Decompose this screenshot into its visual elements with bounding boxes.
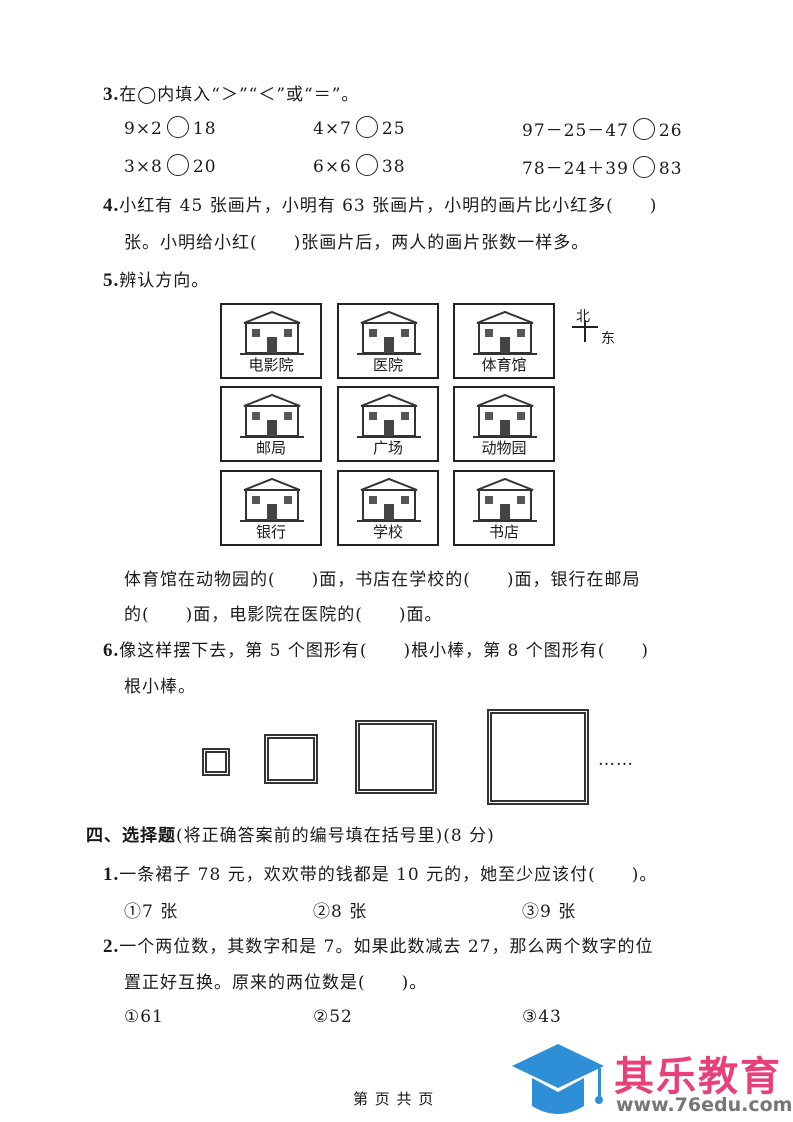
- expression: 6×6: [313, 157, 352, 177]
- graduation-cap-icon: [512, 1044, 604, 1114]
- place-label: 体育馆: [481, 356, 527, 374]
- value: 83: [658, 159, 683, 179]
- q4-line2: 张。小明给小红( )张画片后，两人的画片张数一样多。: [124, 233, 590, 253]
- q3-text: 在◯内填入“＞”“＜”或“＝”。: [119, 85, 360, 105]
- q3-number: 3.: [103, 84, 120, 105]
- q5-number: 5.: [103, 270, 120, 291]
- comparison-item: 3×8 20: [124, 154, 217, 177]
- building-icon: [357, 393, 421, 438]
- comparison-item: 4×7 25: [313, 116, 406, 139]
- stick-square-2: [264, 734, 318, 784]
- compass-north: 北: [576, 309, 590, 325]
- c2-line1: 2.一个两位数，其数字和是 7。如果此数减去 27，那么两个数字的位: [103, 932, 654, 958]
- place-label: 广场: [372, 439, 403, 457]
- place-label: 学校: [372, 523, 403, 541]
- answer-circle[interactable]: [355, 116, 378, 138]
- q5-prompt: 5.辨认方向。: [103, 266, 209, 292]
- value: 20: [192, 157, 217, 177]
- q3-prompt: 3.在◯内填入“＞”“＜”或“＝”。: [103, 80, 359, 106]
- q6-number: 6.: [103, 640, 120, 661]
- place-card: 学校: [337, 470, 439, 546]
- stick-square-4: [487, 709, 589, 805]
- expression: 4×7: [313, 119, 352, 139]
- comparison-item: 78－24＋39 83: [522, 154, 683, 179]
- c2-number: 2.: [103, 936, 120, 957]
- expression: 97－25－47: [522, 121, 629, 141]
- q4-text1: 小红有 45 张画片，小明有 63 张画片，小明的画片比小红多( ): [119, 196, 658, 216]
- answer-circle[interactable]: [355, 154, 378, 176]
- c2-option-3: ③43: [522, 1007, 562, 1027]
- place-card: 书店: [453, 470, 555, 546]
- place-card: 电影院: [220, 303, 322, 379]
- answer-circle[interactable]: [166, 154, 189, 176]
- place-card: 邮局: [220, 386, 322, 462]
- expression: 9×2: [124, 119, 163, 139]
- c1-option-2: ②8 张: [313, 902, 368, 922]
- expression: 3×8: [124, 157, 163, 177]
- answer-circle[interactable]: [632, 118, 655, 140]
- c1-option-1: ①7 张: [124, 902, 179, 922]
- c2-text1: 一个两位数，其数字和是 7。如果此数减去 27，那么两个数字的位: [119, 937, 654, 957]
- place-label: 书店: [488, 523, 519, 541]
- place-label: 电影院: [248, 356, 294, 374]
- logo-text: 其乐教育: [614, 1054, 782, 1100]
- stick-square-3: [355, 720, 437, 794]
- c1-text: 一条裙子 78 元，欢欢带的钱都是 10 元的，她至少应该付( )。: [119, 865, 658, 885]
- building-icon: [357, 477, 421, 522]
- c2-option-1: ①61: [124, 1007, 164, 1027]
- comparison-item: 97－25－47 26: [522, 116, 683, 141]
- c1-option-3: ③9 张: [522, 902, 577, 922]
- place-label: 动物园: [481, 439, 527, 457]
- answer-circle[interactable]: [166, 116, 189, 138]
- building-icon: [357, 310, 421, 355]
- compass-east: 东: [601, 331, 615, 347]
- q6-text1: 像这样摆下去，第 5 个图形有( )根小棒，第 8 个图形有( ): [119, 641, 650, 661]
- place-card: 银行: [220, 470, 322, 546]
- q6-line2: 根小棒。: [124, 677, 196, 697]
- section4-title: 四、选择题: [86, 826, 176, 846]
- compass-vertical-icon: [584, 320, 586, 342]
- q5-question-line1: 体育馆在动物园的( )面，书店在学校的( )面，银行在邮局: [124, 570, 641, 590]
- expression: 78－24＋39: [522, 159, 629, 179]
- building-icon: [240, 393, 304, 438]
- c1-question: 1.一条裙子 78 元，欢欢带的钱都是 10 元的，她至少应该付( )。: [103, 860, 657, 886]
- place-card: 体育馆: [453, 303, 555, 379]
- building-icon: [473, 393, 537, 438]
- place-card: 动物园: [453, 386, 555, 462]
- value: 26: [658, 121, 683, 141]
- q4-number: 4.: [103, 195, 120, 216]
- value: 18: [192, 119, 217, 139]
- building-icon: [240, 477, 304, 522]
- logo-watermark: 其乐教育 www.76edu.com: [512, 1042, 792, 1122]
- building-icon: [473, 477, 537, 522]
- building-icon: [473, 310, 537, 355]
- answer-circle[interactable]: [632, 156, 655, 178]
- page-footer: 第 页 共 页: [353, 1090, 435, 1108]
- place-label: 医院: [372, 356, 403, 374]
- place-label: 银行: [255, 523, 286, 541]
- section4-header: 四、选择题(将正确答案前的编号填在括号里)(8 分): [86, 821, 495, 846]
- place-card: 广场: [337, 386, 439, 462]
- comparison-item: 6×6 38: [313, 154, 406, 177]
- q5-text: 辨认方向。: [119, 271, 210, 291]
- q6-line1: 6.像这样摆下去，第 5 个图形有( )根小棒，第 8 个图形有( ): [103, 636, 649, 662]
- place-card: 医院: [337, 303, 439, 379]
- c2-line2: 置正好互换。原来的两位数是( )。: [124, 973, 428, 993]
- building-icon: [240, 310, 304, 355]
- q5-question-line2: 的( )面，电影院在医院的( )面。: [124, 605, 443, 625]
- value: 38: [381, 157, 406, 177]
- logo-url: www.76edu.com: [616, 1094, 793, 1116]
- compass: 北 东: [570, 306, 630, 352]
- comparison-item: 9×2 18: [124, 116, 217, 139]
- c2-option-2: ②52: [313, 1007, 353, 1027]
- section4-note: (将正确答案前的编号填在括号里)(8 分): [176, 826, 495, 846]
- q4-line1: 4.小红有 45 张画片，小明有 63 张画片，小明的画片比小红多( ): [103, 191, 657, 217]
- ellipsis: ……: [598, 750, 634, 770]
- place-label: 邮局: [255, 439, 286, 457]
- stick-square-1: [202, 748, 230, 776]
- c1-number: 1.: [103, 864, 120, 885]
- value: 25: [381, 119, 406, 139]
